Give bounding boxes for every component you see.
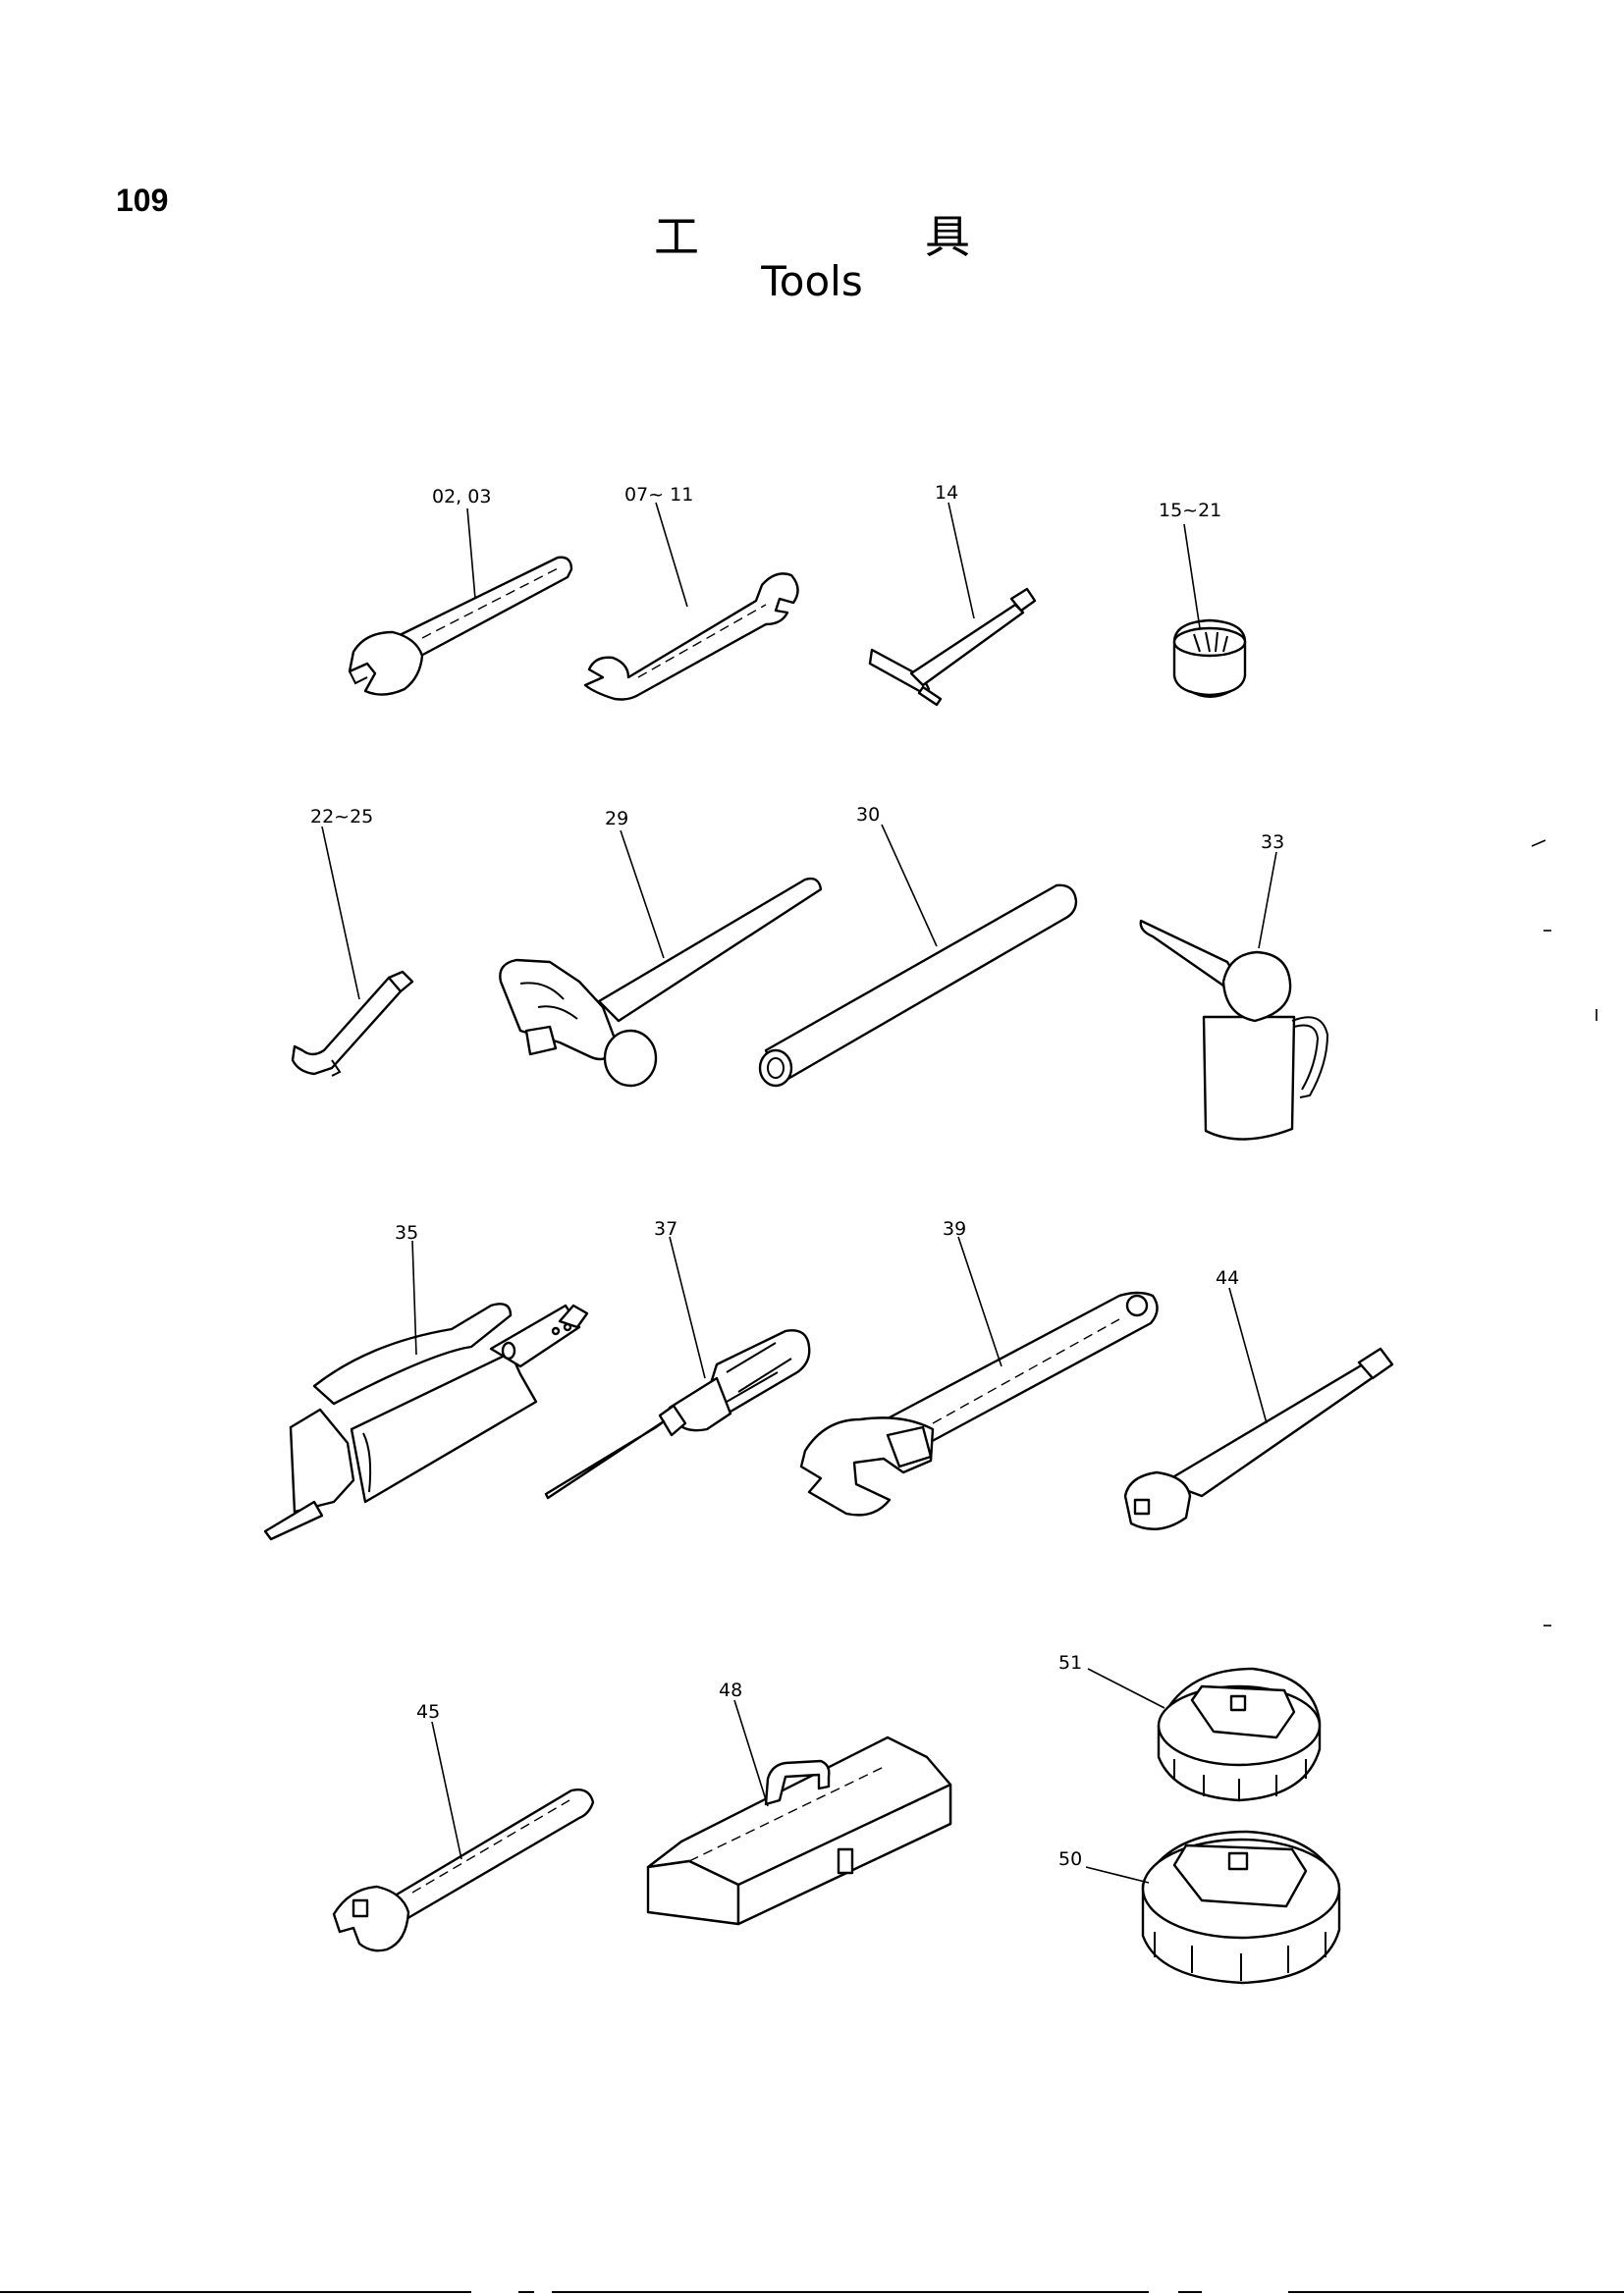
leader-37 [669, 1236, 706, 1379]
leader-0203 [466, 507, 476, 600]
callout-2225: 22~25 [310, 806, 373, 828]
leader-0711 [655, 502, 688, 608]
callout-33: 33 [1261, 831, 1284, 853]
callout-39: 39 [943, 1218, 966, 1240]
leader-45 [431, 1721, 462, 1860]
leader-30 [881, 824, 938, 947]
part-single-open-wrench [348, 556, 573, 696]
part-oil-jug [1139, 919, 1329, 1141]
callout-0711: 07~ 11 [624, 484, 693, 506]
callout-48: 48 [719, 1680, 742, 1701]
part-filter-wrench-large [1141, 1830, 1341, 1985]
leader-29 [620, 829, 665, 959]
callout-29: 29 [605, 808, 628, 829]
leader-35 [411, 1240, 417, 1356]
part-filter-wrench-small [1157, 1667, 1322, 1802]
callout-30: 30 [856, 804, 880, 826]
callout-14: 14 [935, 482, 958, 504]
callout-50: 50 [1058, 1848, 1082, 1870]
callout-51: 51 [1058, 1652, 1082, 1674]
leader-44 [1228, 1287, 1268, 1424]
part-t-handle-box-wrench [868, 587, 1037, 707]
part-double-open-wrench [583, 572, 799, 701]
part-hex-key [291, 970, 414, 1077]
leader-1521 [1183, 523, 1201, 629]
part-wrench [332, 1789, 595, 1952]
callout-37: 37 [654, 1218, 677, 1240]
part-socket-extension-bar [1123, 1347, 1394, 1530]
part-tool-box [646, 1735, 952, 1926]
callout-45: 45 [416, 1701, 440, 1723]
part-socket [1172, 618, 1247, 698]
leader-50 [1085, 1866, 1150, 1884]
callout-35: 35 [395, 1222, 418, 1244]
leader-51 [1087, 1668, 1165, 1709]
part-grease-gun [263, 1303, 589, 1541]
leader-39 [957, 1236, 1002, 1367]
leader-48 [733, 1699, 769, 1807]
leader-2225 [321, 826, 360, 1000]
callout-44: 44 [1216, 1267, 1239, 1289]
page-title-japanese: 工具 [654, 210, 1196, 263]
part-bar [758, 883, 1078, 1088]
page-number: 109 [116, 183, 169, 218]
callout-1521: 15~21 [1159, 500, 1221, 521]
page-title-english: Tools [761, 257, 863, 305]
part-hammer [499, 877, 823, 1088]
callout-0203: 02, 03 [432, 486, 491, 507]
part-adjustable-wrench [799, 1291, 1159, 1517]
part-screwdriver [544, 1329, 811, 1500]
leader-33 [1258, 851, 1277, 949]
scan-margin-marks [1531, 839, 1597, 1627]
leader-14 [947, 502, 975, 619]
